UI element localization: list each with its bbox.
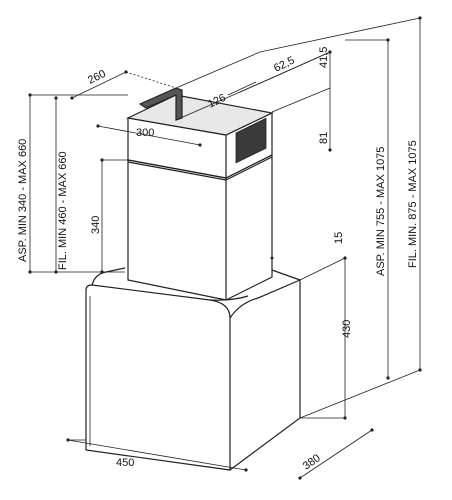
label-260: 260 [86,68,108,87]
chimney-top-cap [126,94,274,136]
dimension-lines [29,17,421,479]
canopy-side-face [229,279,301,471]
label-asp-min-max-1075: ASP. MIN 755 - MAX 1075 [375,147,387,276]
canopy-top-outline [91,267,301,301]
vent-grille [235,117,267,164]
dimension-arrowheads [28,16,422,480]
label-62-5: 62,5 [272,55,297,75]
chimney-dot-mark [270,256,274,260]
label-380: 380 [301,452,323,472]
label-430: 430 [341,320,353,338]
label-300: 300 [136,127,154,139]
label-15: 15 [333,232,345,244]
label-asp-min-max-660: ASP. MIN 340 - MAX 660 [17,139,29,262]
chimney-band [127,156,273,181]
hood-body [85,87,301,471]
dimension-labels: 260 126 62,5 41,5 300 81 340 15 430 450 … [17,47,419,473]
label-fil-min-max-1075: FIL. MIN. 875 - MAX 1075 [407,140,419,268]
label-340: 340 [90,216,102,234]
label-fil-min-max-660: FIL. MIN 460 - MAX 660 [57,151,69,270]
label-41-5: 41,5 [318,47,330,68]
label-450: 450 [116,457,134,469]
chimney-lower-front [127,159,227,301]
canopy-front-face [85,284,231,471]
label-81: 81 [318,132,330,144]
